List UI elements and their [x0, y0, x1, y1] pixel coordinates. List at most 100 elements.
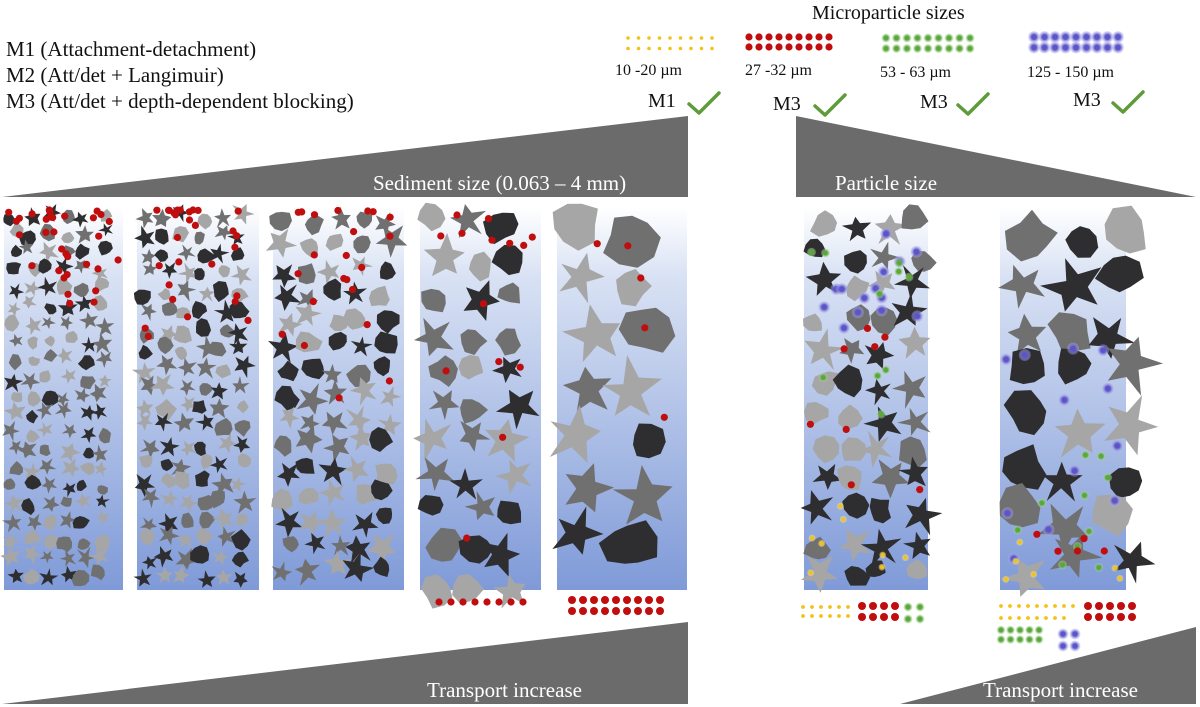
sediment-grain — [39, 241, 59, 264]
microparticle-mixed — [1058, 560, 1067, 570]
microparticle-27-32 — [350, 228, 358, 236]
sediment-grain — [1004, 209, 1058, 262]
sediment-grain — [367, 533, 396, 563]
legend-particle — [1038, 31, 1051, 43]
sediment-grain — [20, 372, 41, 391]
sediment-grain — [549, 405, 601, 464]
sediment-grain — [449, 468, 483, 500]
legend-particle — [837, 605, 841, 609]
legend-particle — [590, 607, 598, 615]
sediment-grain — [236, 514, 249, 526]
sediment-grain — [633, 423, 666, 459]
sediment-grain — [870, 307, 898, 336]
microparticle-27-32 — [369, 208, 377, 216]
legend-particle — [645, 607, 653, 615]
legend-particle — [1112, 41, 1124, 54]
microparticle-27-32 — [28, 210, 36, 218]
microparticle-mixed — [1097, 344, 1110, 357]
legend-particle — [1080, 31, 1093, 43]
sediment-grain — [139, 454, 153, 468]
sediment-grain — [1065, 226, 1099, 258]
sediment-grain — [155, 398, 177, 421]
sediment-grain — [197, 248, 214, 264]
microparticle-27-32 — [155, 262, 163, 270]
microparticle-mixed — [1108, 494, 1121, 507]
sediment-grain — [450, 204, 487, 239]
legend-particle — [903, 614, 913, 624]
sediment-grain — [1114, 541, 1156, 584]
sediment-grain — [492, 356, 522, 384]
sediment-grain — [413, 317, 454, 357]
legend-particle — [1053, 616, 1057, 620]
legend-particle — [1117, 602, 1125, 610]
sediment-grain — [839, 528, 872, 563]
microparticle-mixed — [1116, 574, 1124, 582]
legend-particle — [1017, 616, 1021, 620]
legend-particle — [805, 43, 813, 51]
sediment-grain — [36, 421, 53, 437]
sediment-grain — [180, 440, 197, 457]
microparticle-27-32 — [144, 332, 152, 340]
sediment-grain — [41, 496, 60, 512]
sediment-grain — [44, 534, 59, 550]
legend-particle — [825, 43, 833, 51]
sediment-grain — [279, 406, 300, 429]
sediment-grain — [803, 313, 822, 332]
legend-particle — [1025, 625, 1034, 635]
microparticle-27-32 — [231, 243, 239, 251]
microparticle-27-32 — [641, 324, 649, 332]
sediment-grain — [131, 362, 156, 384]
legend-particle — [1091, 31, 1103, 43]
legend-particle — [636, 46, 641, 51]
sediment-grain — [154, 249, 169, 262]
sediment-grain — [24, 280, 42, 297]
sediment-grain — [559, 252, 605, 304]
sediment-grain — [304, 532, 326, 555]
legend-particle — [647, 46, 651, 51]
sediment-grain — [458, 535, 494, 564]
sediment-grain — [6, 262, 22, 275]
sediment-grain — [269, 211, 292, 232]
microparticle-mixed — [1037, 498, 1047, 508]
sediment-grain — [59, 549, 77, 568]
legend-particle — [1101, 31, 1114, 43]
sediment-grain — [214, 225, 233, 241]
sediment-grain — [905, 497, 943, 536]
sediment-grain — [1054, 408, 1106, 458]
sediment-grain — [296, 383, 329, 415]
sediment-grain — [196, 318, 211, 337]
microparticle-27-32 — [50, 228, 58, 236]
microparticle-mixed — [879, 551, 887, 559]
sediment-grain — [24, 474, 42, 490]
sediment-grain — [612, 465, 673, 525]
sediment-grain — [135, 208, 154, 229]
legend-particle — [1008, 616, 1012, 620]
legend-particle — [1117, 613, 1125, 621]
microparticle-27-32 — [165, 206, 173, 214]
sediment-grain — [1042, 461, 1083, 502]
legend-particle — [815, 43, 823, 51]
microparticle-mixed — [1033, 530, 1041, 538]
sediment-grain — [837, 465, 862, 490]
legend-particle — [795, 43, 803, 51]
sediment-grain — [209, 490, 225, 509]
sediment-grain — [343, 455, 369, 483]
sediment-grain — [24, 544, 43, 565]
sediment-grain — [74, 295, 93, 313]
microparticle-mixed — [839, 515, 847, 523]
sediment-grain — [376, 310, 400, 334]
sediment-grain — [350, 336, 373, 357]
legend-particle — [785, 33, 793, 41]
microparticle-27-32 — [90, 298, 98, 306]
sediment-grain — [162, 301, 179, 316]
sediment-grain — [891, 292, 928, 327]
sediment-grain — [173, 325, 192, 344]
sediment-grain — [141, 248, 156, 264]
sediment-grain — [3, 533, 20, 551]
sediment-grain — [140, 528, 155, 546]
legend-particle — [612, 596, 620, 604]
sediment-grain — [197, 213, 213, 230]
sediment-grain — [484, 532, 521, 577]
sediment-grain — [215, 364, 231, 379]
sediment-grain — [61, 423, 77, 439]
